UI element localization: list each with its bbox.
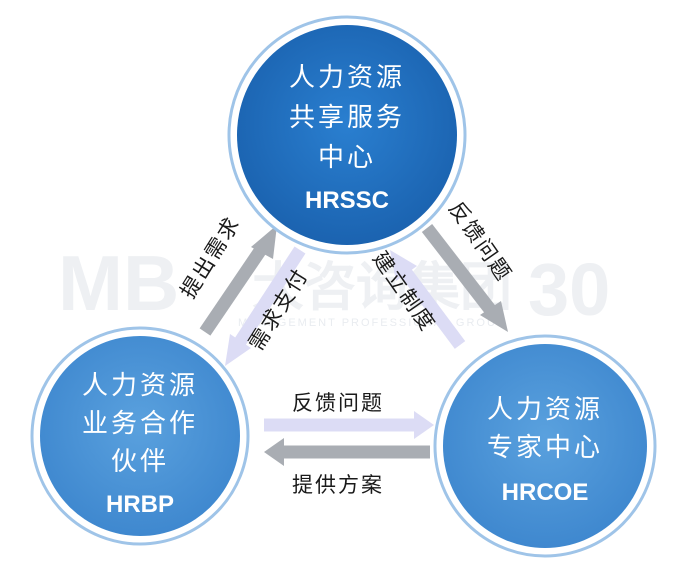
hrssc-title-line-3: 中心 xyxy=(318,143,376,173)
watermark-logo: MB xyxy=(58,239,179,327)
hrbp-title-line-2: 业务合作 xyxy=(82,409,198,439)
label-hrcoe-to-hrbp: 提供方案 xyxy=(292,473,384,497)
node-hrbp: 人力资源 业务合作 伙伴 HRBP xyxy=(30,326,250,546)
arrow-hrcoe-to-hrbp xyxy=(264,438,430,466)
hrssc-title-line-2: 共享服务 xyxy=(289,103,405,133)
arrow-hrbp-to-hrcoe xyxy=(264,411,434,439)
hrbp-code: HRBP xyxy=(106,491,174,518)
hrbp-title-line-1: 人力资源 xyxy=(82,371,198,401)
hrcoe-title-line-1: 人力资源 xyxy=(487,395,603,425)
node-hrssc: 人力资源 共享服务 中心 HRSSC xyxy=(227,15,467,255)
watermark-number: 30 xyxy=(528,248,610,331)
arrow-hrcoe-to-hrssc xyxy=(390,250,466,349)
arrow-hrssc-to-hrcoe xyxy=(421,224,508,332)
hrssc-title-line-1: 人力资源 xyxy=(289,63,405,93)
label-hrbp-to-hrcoe: 反馈问题 xyxy=(292,391,384,415)
hrbp-title-line-3: 伙伴 xyxy=(111,447,169,477)
hrcoe-code: HRCOE xyxy=(502,479,589,506)
arrow-hrssc-to-hrbp xyxy=(225,246,306,366)
arrow-hrbp-to-hrssc xyxy=(199,225,277,336)
node-hrcoe: 人力资源 专家中心 HRCOE xyxy=(433,334,657,558)
hrssc-code: HRSSC xyxy=(305,187,389,214)
hrcoe-title-line-2: 专家中心 xyxy=(487,433,603,463)
